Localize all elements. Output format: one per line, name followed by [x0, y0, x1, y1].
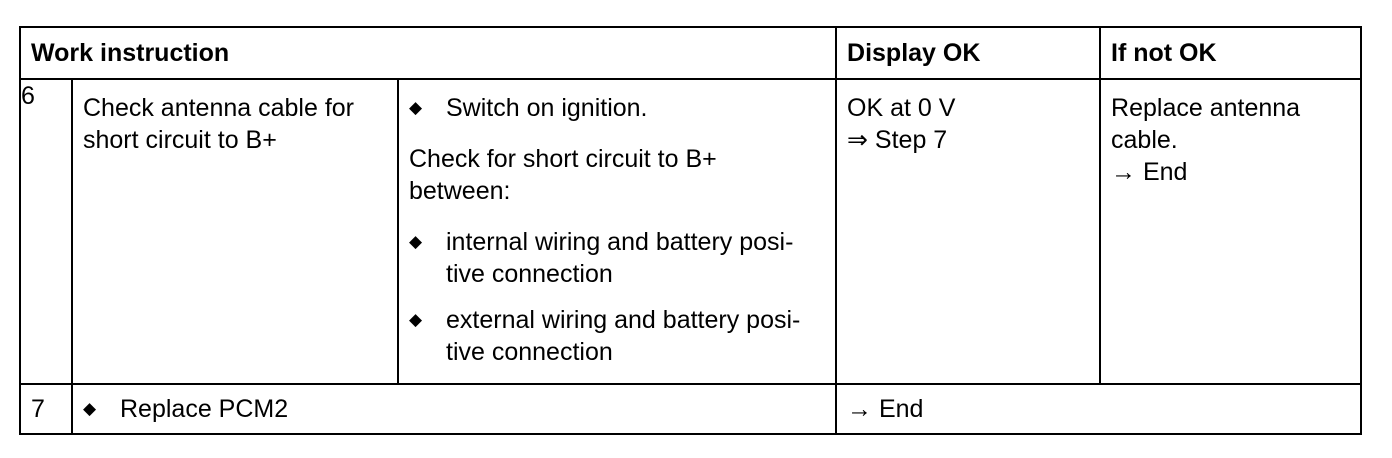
- check-text-line: Check for short circuit to B+: [409, 145, 717, 173]
- step-description-line: Check antenna cable for: [83, 94, 355, 122]
- diamond-bullet-icon: ◆: [409, 98, 423, 117]
- bullet-text: external wiring and battery posi-: [446, 306, 801, 334]
- diamond-bullet-icon: ◆: [409, 310, 423, 329]
- diamond-bullet-icon: ◆: [83, 399, 97, 418]
- step-description-line: short circuit to B+: [83, 126, 277, 154]
- work-instruction-table: Work instruction Display OK If not OK 6 …: [18, 26, 1363, 435]
- instruction-bullet: ◆ internal wiring and battery posi- tive…: [409, 226, 825, 290]
- bullet-text: internal wiring and battery posi-: [446, 228, 794, 256]
- display-ok-line: ⇒ Step 7: [847, 126, 948, 154]
- step-description-cell: Check antenna cable for short circuit to…: [71, 78, 399, 385]
- instruction-details-cell: ◆ Switch on ignition. Check for short ci…: [396, 78, 838, 385]
- table-row: 7 ◆ Replace PCM2 → End: [19, 383, 1363, 435]
- diamond-bullet-icon: ◆: [409, 232, 423, 251]
- bullet-text: tive connection: [446, 260, 613, 288]
- table-header-row: Work instruction Display OK If not OK: [18, 26, 1363, 80]
- if-not-ok-cell: Replace antenna cable. → End: [1099, 78, 1363, 385]
- header-display-ok: Display OK: [835, 26, 1102, 80]
- display-ok-cell: OK at 0 V ⇒ Step 7: [835, 78, 1102, 385]
- instruction-bullet: ◆ external wiring and battery posi- tive…: [409, 304, 825, 368]
- check-text-line: between:: [409, 177, 511, 205]
- if-not-ok-line: cable.: [1111, 126, 1178, 154]
- if-not-ok-line: Replace antenna: [1111, 94, 1301, 122]
- if-not-ok-line: → End: [1111, 158, 1188, 186]
- bullet-text: tive connection: [446, 338, 613, 366]
- instruction-bullet: ◆ Replace PCM2: [83, 393, 835, 425]
- step-number: 7: [19, 383, 73, 435]
- step-instruction-cell: ◆ Replace PCM2: [70, 383, 838, 435]
- display-ok-line: OK at 0 V: [847, 94, 956, 122]
- instruction-bullet: ◆ Switch on ignition.: [409, 92, 825, 124]
- bullet-text: Replace PCM2: [120, 395, 289, 423]
- step-number: 6: [19, 78, 73, 385]
- header-if-not-ok: If not OK: [1099, 26, 1363, 80]
- table-row: 6 Check antenna cable for short circuit …: [19, 78, 1363, 385]
- header-work-instruction: Work instruction: [18, 26, 838, 80]
- display-ok-cell: → End: [835, 383, 1363, 435]
- bullet-text: Switch on ignition.: [446, 94, 648, 122]
